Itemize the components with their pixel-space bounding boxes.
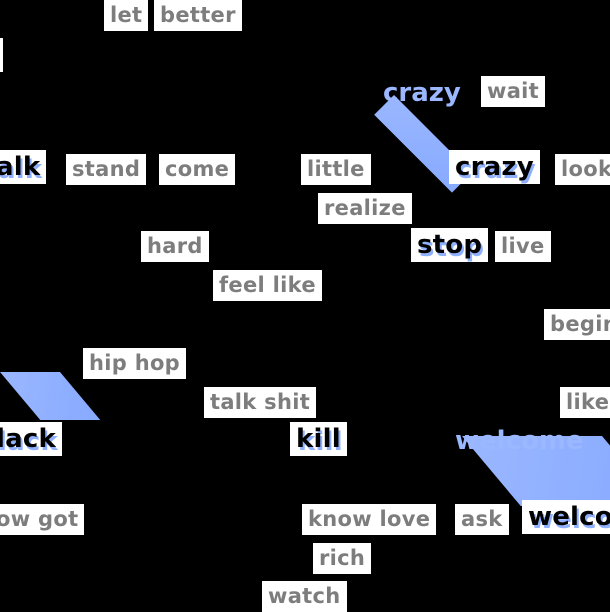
word-live[interactable]: live [495,231,551,262]
word-stand[interactable]: stand [66,154,147,185]
word-feel-like[interactable]: feel like [213,270,322,301]
word-look[interactable]: look [555,154,610,185]
word-talk[interactable]: alk [0,150,47,184]
word-let[interactable]: let [104,0,149,31]
black-trail [0,372,101,420]
edge-bar [0,38,3,72]
word-rich[interactable]: rich [313,543,372,574]
word-know-got[interactable]: ow got [0,504,85,535]
word-ask[interactable]: ask [455,504,509,535]
word-wait[interactable]: wait [481,76,546,107]
crazy-ghost: crazy [383,78,461,108]
word-come[interactable]: come [159,154,236,185]
word-little[interactable]: little [301,154,371,185]
word-black[interactable]: lack [0,422,62,456]
word-stop[interactable]: stop [411,228,489,262]
word-kill[interactable]: kill [290,422,347,456]
welcome-ghost: welcome [455,426,584,456]
word-know-love[interactable]: know love [302,504,437,535]
word-hard[interactable]: hard [141,231,209,262]
word-better[interactable]: better [154,0,242,31]
word-welcome[interactable]: welco [522,500,610,534]
word-hip-hop[interactable]: hip hop [83,348,187,379]
word-like[interactable]: like [560,387,610,418]
word-begin[interactable]: begin [544,309,610,340]
word-realize[interactable]: realize [318,193,412,224]
welcome-trail [462,436,610,506]
word-talk-shit[interactable]: talk shit [204,387,317,418]
word-watch[interactable]: watch [262,581,347,612]
word-crazy[interactable]: crazy [449,150,540,184]
